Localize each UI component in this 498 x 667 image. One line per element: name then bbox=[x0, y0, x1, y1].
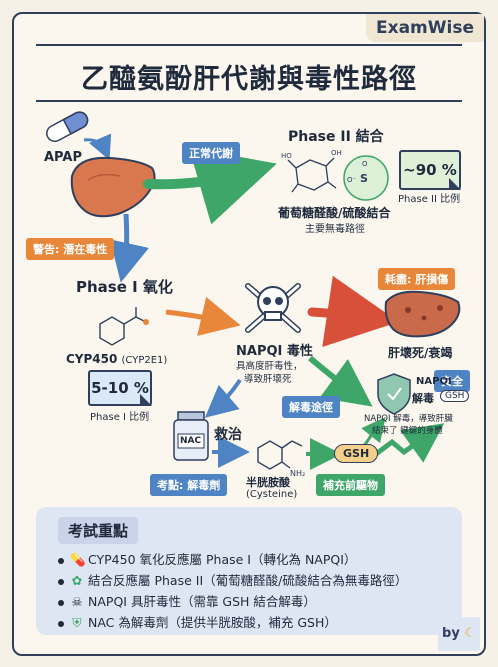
napqi-to-failure-arrow bbox=[307, 275, 399, 348]
apap-label: APAP bbox=[44, 150, 82, 165]
brand-logo: ExamWise bbox=[366, 14, 484, 42]
page-fold bbox=[449, 178, 461, 190]
cysteine-label: 半胱胺酸 bbox=[246, 476, 290, 489]
sulfate-o-label: O bbox=[362, 160, 368, 168]
liver-failure-label: 肝壞死/衰竭 bbox=[388, 346, 453, 360]
detox-tag: 解毒途徑 bbox=[282, 396, 340, 418]
exam-item-3: ☠ NAPQI 具肝毒性（需靠 GSH 結合解毒） bbox=[58, 591, 316, 610]
nac-label: NAC bbox=[180, 436, 202, 446]
precursor-tag: 補充前驅物 bbox=[316, 474, 385, 496]
bullet bbox=[58, 557, 64, 564]
phase2-percent-caption: Phase II 比例 bbox=[398, 194, 461, 205]
napqi-detox-title-1: NAPQI bbox=[416, 376, 452, 387]
bullet bbox=[58, 578, 64, 585]
phase1-enzyme-name: CYP450 bbox=[66, 352, 118, 366]
recovery-arrow-icon bbox=[365, 423, 445, 463]
liver-to-phase1-arrow bbox=[109, 213, 149, 283]
phase1-o-dot bbox=[143, 319, 149, 325]
napqi-detox-title-2: 解毒 bbox=[412, 392, 434, 405]
detox-gsh-badge: GSH bbox=[440, 390, 470, 402]
glucuronide-molecule-icon bbox=[287, 157, 337, 193]
title-rule-top bbox=[36, 44, 462, 46]
napqi-detox-desc-1: NAPQI 解毒，導致肝臟 bbox=[364, 414, 453, 424]
safe-tag: 安全 bbox=[434, 370, 470, 392]
exam-item-2: ✿ 結合反應屬 Phase II（葡萄糖醛酸/硫酸結合為無毒路徑） bbox=[58, 570, 407, 589]
normal-metabolism-tag: 正常代謝 bbox=[182, 142, 240, 164]
phase2-percent-box: ~90 % bbox=[399, 150, 461, 190]
nac-bottle-icon bbox=[173, 411, 209, 461]
antidote-tag: 考點: 解毒劑 bbox=[150, 474, 228, 496]
phase1-percent-box: 5-10 % bbox=[88, 370, 152, 406]
phase1-molecule-icon bbox=[99, 307, 147, 346]
detox-arrow bbox=[308, 355, 373, 407]
bullet bbox=[58, 599, 64, 606]
phase2-title: Phase II 結合 bbox=[288, 129, 384, 145]
sulfate-icon bbox=[343, 155, 389, 201]
warning-tag: 警告: 潛在毒性 bbox=[26, 238, 115, 260]
skull-icon bbox=[245, 283, 301, 333]
napqi-to-rescue-arrow bbox=[204, 378, 242, 418]
shield-icon: ⛨ bbox=[72, 615, 82, 630]
banana-icon: ☾ bbox=[464, 626, 476, 641]
title-rule-bottom bbox=[36, 100, 462, 102]
rescue-gsh-badge: GSH bbox=[334, 444, 379, 463]
exam-points-panel: 考試重點 💊CYP450 氧化反應屬 Phase I（轉化為 NAPQI） ✿ 結… bbox=[36, 507, 462, 635]
bullet bbox=[58, 620, 64, 627]
phase1-enzyme-sub: (CYP2E1) bbox=[121, 355, 168, 366]
nh2-label: NH₂ bbox=[290, 469, 305, 478]
sprout-icon: ✿ bbox=[71, 573, 83, 588]
by-label: by bbox=[442, 626, 460, 641]
sulfate-ominus-label: O⁻ bbox=[347, 176, 357, 184]
exam-item-1: 💊CYP450 氧化反應屬 Phase I（轉化為 NAPQI） bbox=[58, 549, 356, 568]
normal-metabolism-arrow bbox=[143, 147, 277, 225]
skull-icon: ☠ bbox=[71, 594, 83, 609]
cysteine-molecule-icon bbox=[257, 440, 303, 470]
mol-ho-label: HO bbox=[281, 152, 292, 160]
page-title: 乙醯氨酚肝代謝與毒性路徑 bbox=[81, 64, 417, 95]
rescue-title: 救治 bbox=[214, 427, 242, 443]
exam-item-4: ⛨ NAC 為解毒劑（提供半胱胺酸，補充 GSH） bbox=[58, 612, 337, 631]
cysteine-sub: (Cysteine) bbox=[246, 489, 298, 500]
page-fold bbox=[140, 394, 152, 406]
exam-item-4-text: NAC 為解毒劑（提供半胱胺酸，補充 GSH） bbox=[88, 615, 337, 630]
exam-title: 考試重點 bbox=[58, 517, 139, 544]
apap-pill-icon bbox=[46, 111, 89, 143]
phase1-title: Phase I 氧化 bbox=[76, 278, 173, 296]
depletion-tag: 耗盡: 肝損傷 bbox=[378, 268, 456, 290]
pill-icon: 💊 bbox=[70, 552, 86, 567]
phase1-enzyme: CYP450 (CYP2E1) bbox=[66, 352, 167, 366]
phase2-sub-label: 主要無毒路徑 bbox=[305, 224, 365, 235]
shield-icon bbox=[377, 373, 411, 415]
mol-oh-label: OH bbox=[331, 149, 342, 157]
exam-item-1-text: CYP450 氧化反應屬 Phase I（轉化為 NAPQI） bbox=[88, 552, 357, 567]
glucuronide-label: 葡萄糖醛酸/硫酸結合 bbox=[278, 206, 391, 220]
by-badge: by ☾ bbox=[438, 617, 480, 651]
damaged-liver-icon bbox=[384, 290, 461, 338]
phase1-percent-caption: Phase I 比例 bbox=[90, 412, 150, 423]
napqi-desc-2: 導致肝壞死 bbox=[244, 374, 292, 385]
sulfate-s-label: S bbox=[360, 172, 368, 185]
phase1-to-napqi-arrow bbox=[165, 296, 241, 336]
phase2-percent: ~90 % bbox=[403, 161, 457, 179]
apap-to-liver-arrow bbox=[83, 133, 112, 161]
exam-item-2-text: 結合反應屬 Phase II（葡萄糖醛酸/硫酸結合為無毒路徑） bbox=[88, 573, 408, 588]
phase1-percent: 5-10 % bbox=[91, 379, 149, 397]
exam-item-3-text: NAPQI 具肝毒性（需靠 GSH 結合解毒） bbox=[88, 594, 316, 609]
napqi-detox-desc-2: 結束了 鍵鍵的身體 bbox=[372, 426, 443, 436]
napqi-title: NAPQI 毒性 bbox=[236, 344, 313, 359]
liver-icon bbox=[70, 156, 156, 218]
napqi-desc-1: 具高度肝毒性， bbox=[236, 361, 303, 372]
